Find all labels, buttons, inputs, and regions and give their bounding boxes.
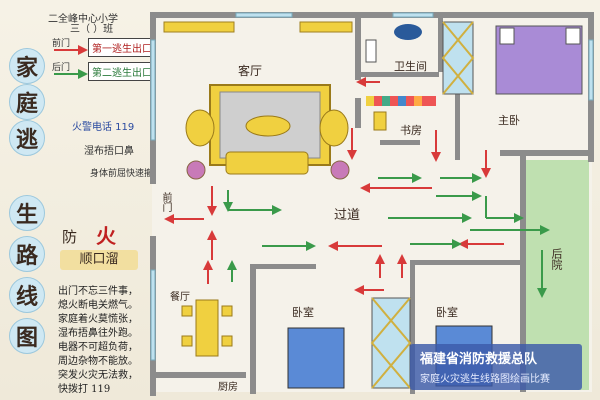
legend-label-back: 后门 <box>52 63 71 73</box>
title-char: 逃 <box>9 120 45 156</box>
room-bedroom-2: 卧室 <box>436 306 458 319</box>
bed-left <box>287 327 345 389</box>
coffee-table <box>245 115 291 137</box>
title-char: 生 <box>9 195 45 231</box>
note-fire-phone: 火警电话 119 <box>72 122 135 133</box>
legend-arrows <box>54 45 88 79</box>
legend-label-front: 前门 <box>52 39 71 49</box>
plant-right <box>330 160 350 180</box>
title-char: 庭 <box>9 84 45 120</box>
organizer-badge: 福建省消防救援总队 家庭火灾逃生线路图绘画比赛 <box>410 344 582 390</box>
plant-left <box>186 160 206 180</box>
top-shelf <box>163 21 235 33</box>
windows <box>150 12 594 361</box>
legend-second-exit: 第二逃生出口 <box>88 62 156 81</box>
dining-table <box>195 299 219 357</box>
poem-line: 突发火灾无法救， <box>58 370 138 381</box>
badge-subtitle: 家庭火灾逃生线路图绘画比赛 <box>420 374 550 385</box>
red-route <box>164 77 504 295</box>
green-route <box>223 173 550 298</box>
title-char: 家 <box>9 48 45 84</box>
poem-line: 湿布捂鼻往外跑。 <box>58 328 138 339</box>
top-shelf-2 <box>299 21 353 33</box>
note-crouch: 身体前屈快速撤 <box>90 169 154 179</box>
armchair-left <box>185 109 215 147</box>
fire-title-a: 防 <box>62 228 78 246</box>
wardrobe-2 <box>371 297 411 389</box>
title-char: 线 <box>9 277 45 313</box>
room-kitchen: 厨房 <box>218 382 238 393</box>
poem-line: 家庭着火莫慌张， <box>58 314 138 325</box>
room-living: 客厅 <box>238 64 263 78</box>
poem-line: 快拨打 119 <box>58 384 111 395</box>
poem-line: 周边杂物不能放。 <box>58 356 138 367</box>
sink <box>394 24 422 40</box>
room-hall: 过道 <box>334 208 361 223</box>
title-char: 图 <box>9 318 45 354</box>
room-bedroom-1: 卧室 <box>292 306 314 319</box>
room-study: 书房 <box>400 124 422 137</box>
poem-line: 出门不忘三件事， <box>58 286 138 297</box>
sofa-front <box>225 151 309 175</box>
fire-subtitle: 顺口溜 <box>60 250 138 270</box>
study-chair <box>373 111 387 131</box>
room-bath: 卫生间 <box>394 60 427 73</box>
class-name: 三（ ）班 <box>70 24 114 35</box>
poem-line: 电器不可超负荷， <box>58 342 138 353</box>
wardrobe <box>442 21 474 95</box>
badge-title: 福建省消防救援总队 <box>420 352 538 367</box>
room-dining: 餐厅 <box>170 292 190 303</box>
school-name: 二全峰中心小学 <box>48 14 118 25</box>
poem-line: 熄火断电关燃气。 <box>58 300 138 311</box>
fire-title-b: 火 <box>96 224 116 248</box>
armchair-right <box>319 109 349 147</box>
toilet <box>365 39 377 63</box>
room-master: 主卧 <box>498 114 520 127</box>
note-wet-cloth: 湿布捂口鼻 <box>84 146 134 157</box>
title-char: 路 <box>9 236 45 272</box>
room-front-door: 前门 <box>160 192 171 212</box>
room-backyard: 后院 <box>550 248 563 270</box>
